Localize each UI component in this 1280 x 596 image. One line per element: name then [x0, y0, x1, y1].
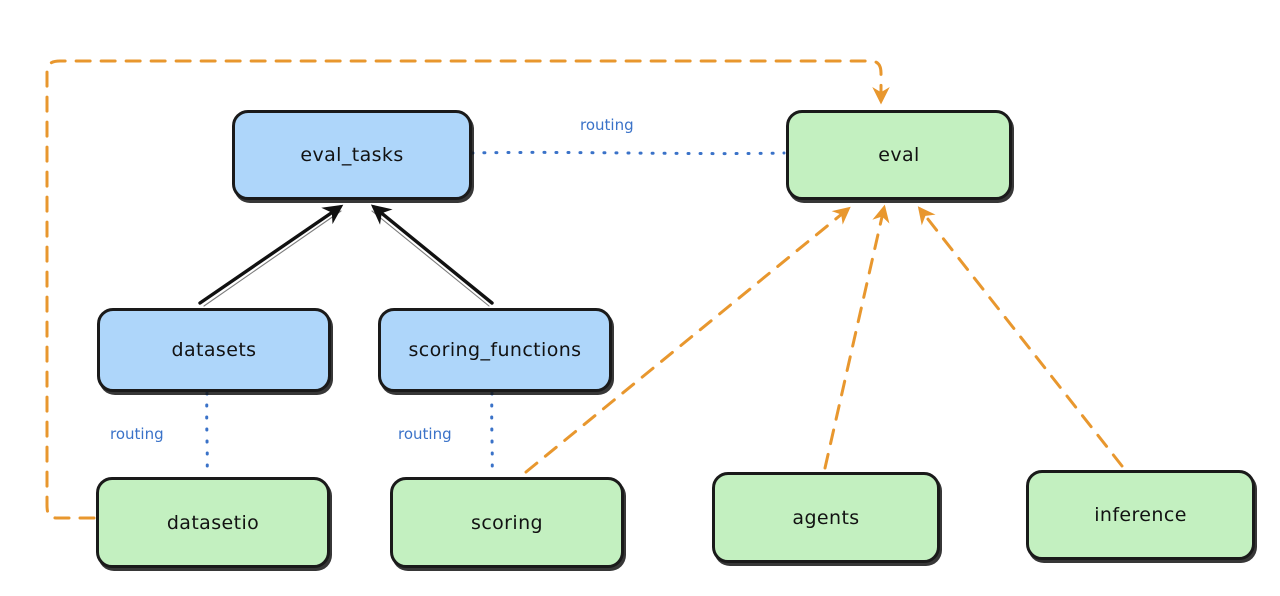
edge-agents-eval — [823, 204, 890, 470]
edge-scoring-functions-eval-tasks — [370, 204, 494, 305]
edge-routing-eval-tasks-eval — [470, 150, 786, 156]
node-eval-tasks[interactable]: eval_tasks — [232, 110, 472, 200]
node-label-eval-tasks: eval_tasks — [300, 144, 404, 166]
edge-routing-scoring-functions-scoring — [490, 391, 494, 478]
node-label-inference: inference — [1094, 504, 1187, 526]
node-label-scoring: scoring — [471, 511, 543, 534]
edge-label-routing-scoring-functions: routing — [398, 425, 452, 443]
edge-inference-eval — [917, 206, 1124, 468]
node-inference[interactable]: inference — [1026, 470, 1255, 560]
edge-scoring-eval — [524, 206, 851, 474]
edge-datasetio-eval — [45, 59, 890, 520]
node-datasets[interactable]: datasets — [97, 308, 331, 392]
edge-routing-datasets-datasetio — [205, 391, 209, 478]
node-datasetio[interactable]: datasetio — [96, 477, 330, 568]
node-label-datasets: datasets — [171, 339, 257, 361]
edge-datasets-eval-tasks — [198, 204, 344, 305]
node-scoring[interactable]: scoring — [390, 477, 624, 568]
node-eval[interactable]: eval — [786, 110, 1012, 200]
edge-datasets-eval-tasks-sketch — [203, 210, 342, 307]
node-label-agents: agents — [792, 506, 860, 529]
edge-label-routing-eval-tasks: routing — [580, 116, 634, 134]
node-label-eval: eval — [878, 144, 920, 166]
edge-label-routing-datasets: routing — [110, 425, 164, 443]
node-agents[interactable]: agents — [712, 472, 940, 563]
edge-scoring-functions-eval-tasks-sketch — [371, 210, 490, 307]
node-scoring-functions[interactable]: scoring_functions — [378, 308, 612, 392]
node-label-datasetio: datasetio — [166, 511, 260, 534]
node-label-scoring-functions: scoring_functions — [408, 339, 582, 361]
